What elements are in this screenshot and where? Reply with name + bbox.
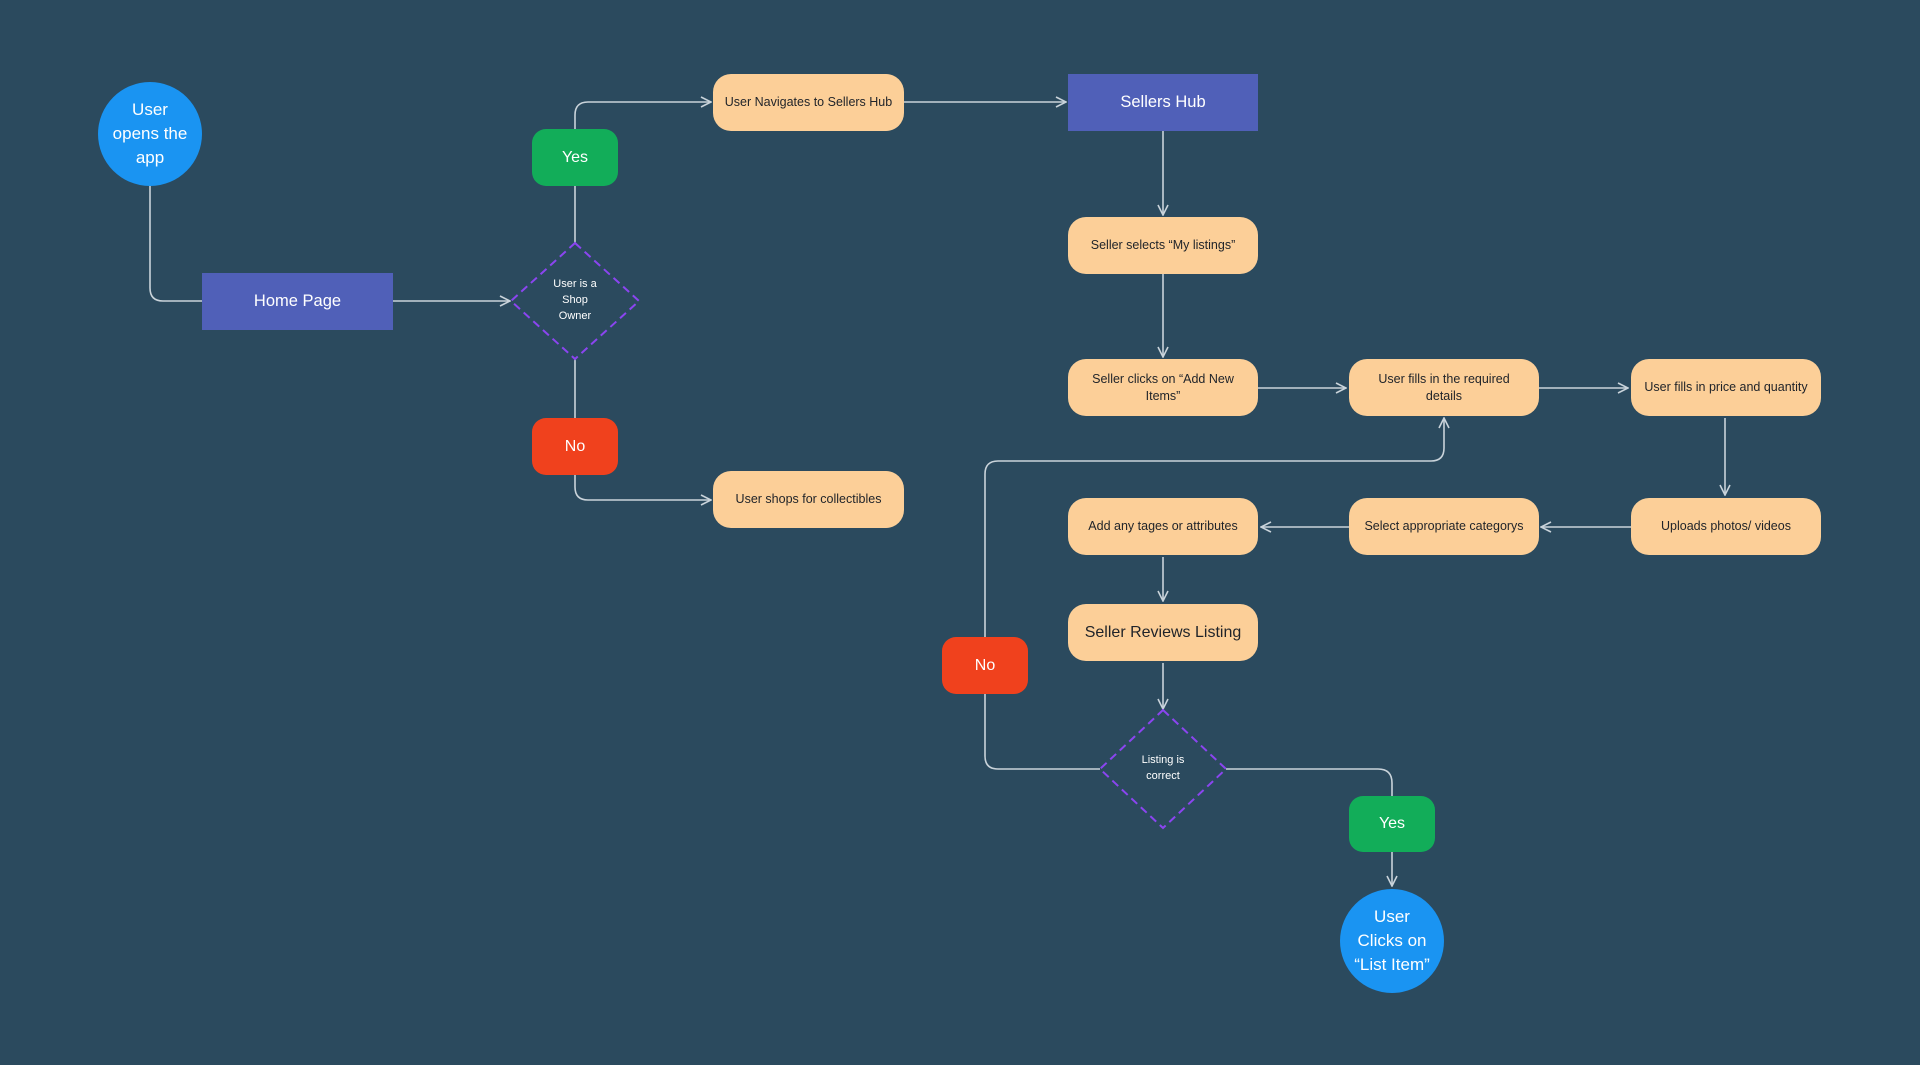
no-badge-2-label: No [974,656,996,674]
connector-decision-yes [1226,768,1393,796]
start-node-line-3: app [135,147,165,167]
step-selects-my-listings-label: Seller selects “My listings” [1090,238,1236,253]
decision-listing-line-2: correct [1146,770,1180,782]
decision-listing-correct-label: Listing is correct [1118,744,1208,794]
home-page-label: Home Page [253,292,342,311]
end-node-line-3: “List Item” [1354,954,1430,974]
step-select-category-label: Select appropriate categorys [1364,519,1524,534]
step-add-new-line-1: Seller clicks on “Add New [1092,371,1234,386]
step-add-new-line-2: Items” [1145,388,1181,403]
step-fills-required-details: User fills in the required details [1349,359,1539,416]
yes-badge-listing-correct: Yes [1349,796,1435,852]
connector-decision-to-navigates [574,102,711,243]
start-node-user-opens-app: User opens the app [98,82,202,186]
decision-shop-owner-line-1: User is a [553,278,597,291]
sellers-hub-node: Sellers Hub [1068,74,1258,131]
no-badge-shop-owner: No [532,418,618,475]
yes-badge-2-label: Yes [1378,815,1406,833]
step-uploads-photos: Uploads photos/ videos [1631,498,1821,555]
yes-badge-shop-owner: Yes [532,129,618,186]
decision-diamond-listing-correct [1098,708,1228,830]
decision-shop-owner-label: User is a Shop Owner [530,271,620,331]
step-add-tags-label: Add any tages or attributes [1088,519,1238,534]
connector-decision-to-shops [574,359,711,500]
step-add-tags: Add any tages or attributes [1068,498,1258,555]
step-select-category: Select appropriate categorys [1349,498,1539,555]
decision-shop-owner-line-2: Shop [562,294,588,307]
end-node-line-1: User [1374,907,1410,927]
decision-shop-owner-line-3: Owner [558,309,592,322]
end-node-line-2: Clicks on [1357,931,1427,951]
yes-badge-label: Yes [561,148,589,166]
step-clicks-add-new-items: Seller clicks on “Add New Items” [1068,359,1258,416]
step-navigates-sellers-hub: User Navigates to Sellers Hub [713,74,904,131]
decision-diamond-shop-owner [509,241,641,361]
sellers-hub-label: Sellers Hub [1120,93,1206,112]
connector-decision-no-loop [984,418,1444,770]
no-badge-label: No [564,437,586,455]
connector-start-to-home [149,186,202,302]
end-node-user-clicks-list-item: User Clicks on “List Item” [1340,889,1444,993]
decision-listing-line-1: Listing is [1141,754,1185,767]
step-uploads-label: Uploads photos/ videos [1661,519,1791,534]
step-fills-details-label: User fills in the required details [1378,371,1510,403]
step-navigates-label: User Navigates to Sellers Hub [724,95,893,110]
step-shops-label: User shops for collectibles [735,492,882,507]
start-node-line-2: opens the [112,124,188,144]
start-node-line-1: User [132,100,168,120]
step-shops-collectibles: User shops for collectibles [713,471,904,528]
step-selects-my-listings: Seller selects “My listings” [1068,217,1258,274]
step-reviews-listing: Seller Reviews Listing [1068,604,1258,661]
home-page-node: Home Page [202,273,393,330]
step-fills-price-label: User fills in price and quantity [1644,380,1808,395]
no-badge-listing-correct: No [942,637,1028,694]
step-fills-price-quantity: User fills in price and quantity [1631,359,1821,416]
step-reviews-label: Seller Reviews Listing [1084,623,1242,641]
